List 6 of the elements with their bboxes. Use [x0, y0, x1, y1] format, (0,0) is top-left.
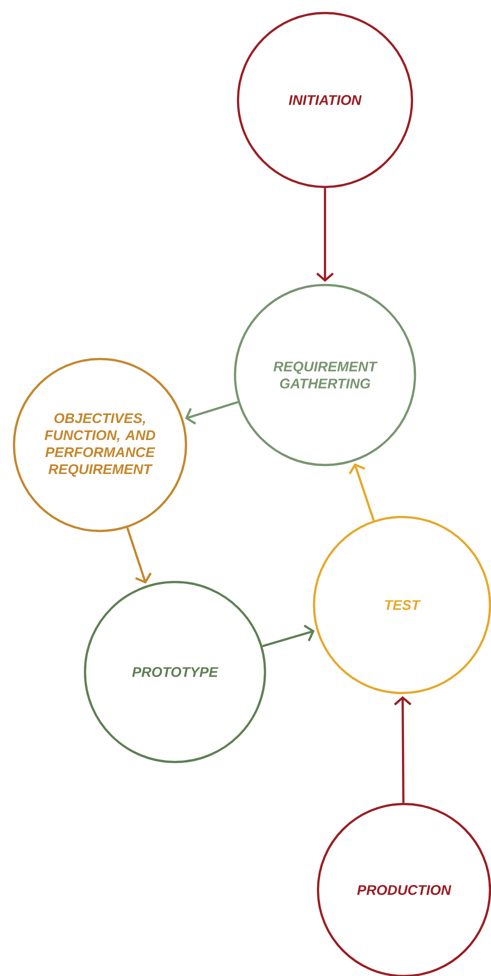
- arrow: [394, 696, 412, 803]
- arrow: [316, 188, 334, 282]
- arrow: [348, 463, 375, 521]
- arrow: [262, 624, 315, 648]
- arrow: [185, 401, 238, 425]
- arrow: [126, 527, 152, 584]
